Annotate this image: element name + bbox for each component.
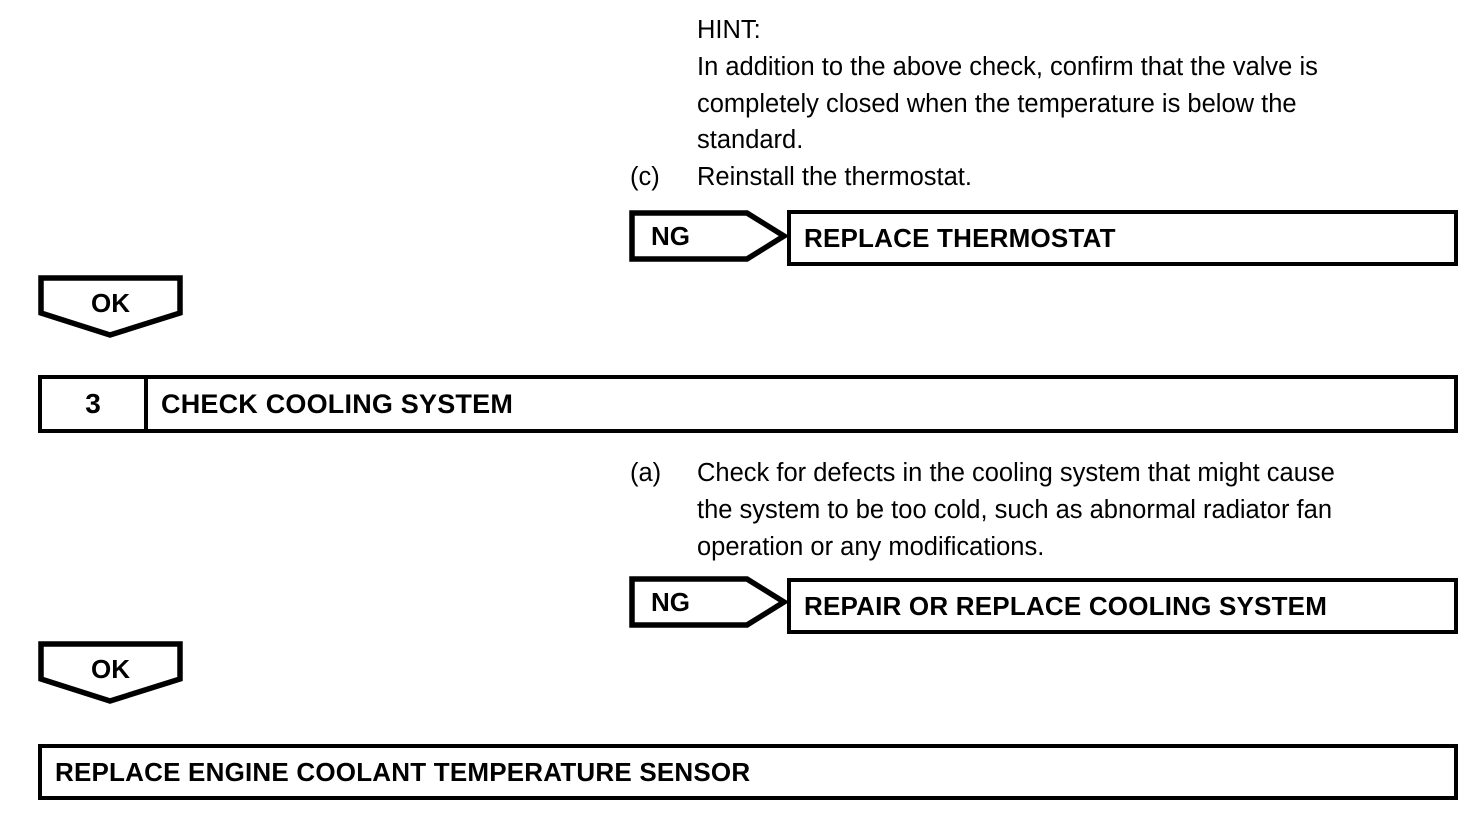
action-box-repair-cooling-system: REPAIR OR REPLACE COOLING SYSTEM — [787, 578, 1458, 634]
step-bar-3: 3 CHECK COOLING SYSTEM — [38, 375, 1458, 433]
hint-line-2: completely closed when the temperature i… — [697, 89, 1297, 118]
action-box-label-2: REPAIR OR REPLACE COOLING SYSTEM — [804, 590, 1328, 621]
hint-line-3: standard. — [697, 126, 804, 155]
ok-pentagon-2: OK — [38, 641, 183, 704]
ng-arrow-label-1: NG — [651, 220, 690, 251]
ng-arrow-1: NG — [629, 210, 787, 262]
step-title-3: CHECK COOLING SYSTEM — [161, 388, 514, 419]
hint-block: HINT: In addition to the above check, co… — [697, 12, 1318, 159]
final-action-box: REPLACE ENGINE COOLANT TEMPERATURE SENSO… — [38, 744, 1458, 800]
step-a-line-1: Check for defects in the cooling system … — [697, 459, 1335, 487]
ng-arrow-label-2: NG — [651, 586, 690, 617]
hint-line-1: In addition to the above check, confirm … — [697, 52, 1318, 81]
ok-pentagon-shape-2 — [38, 641, 183, 704]
ok-pentagon-1: OK — [38, 275, 183, 338]
ng-arrow-shape-2 — [629, 576, 787, 628]
step-c-text: Reinstall the thermostat. — [697, 163, 972, 191]
final-action-label: REPLACE ENGINE COOLANT TEMPERATURE SENSO… — [55, 756, 751, 787]
step-number-3: 3 — [42, 379, 148, 429]
ok-pentagon-label-1: OK — [91, 288, 130, 318]
ok-pentagon-label-2: OK — [91, 654, 130, 684]
ng-arrow-2: NG — [629, 576, 787, 628]
step-a-label: (a) — [630, 459, 662, 487]
step-a-line-2: the system to be too cold, such as abnor… — [697, 495, 1333, 524]
step-a-line-3: operation or any modifications. — [697, 532, 1045, 561]
action-box-label-1: REPLACE THERMOSTAT — [804, 222, 1116, 253]
ng-arrow-shape-1 — [629, 210, 787, 262]
action-box-replace-thermostat: REPLACE THERMOSTAT — [787, 210, 1458, 266]
ok-pentagon-shape-1 — [38, 275, 183, 338]
hint-title: HINT: — [697, 16, 761, 44]
step-a-block: Check for defects in the cooling system … — [697, 455, 1335, 565]
step-c-label: (c) — [630, 163, 660, 191]
